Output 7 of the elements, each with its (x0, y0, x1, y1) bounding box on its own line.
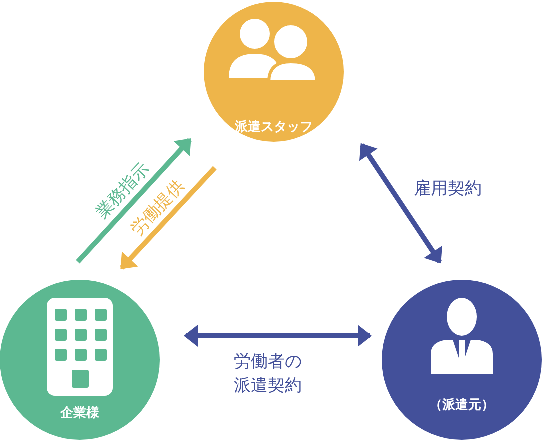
node-label: 企業様 (59, 406, 100, 422)
node-label: （派遣元） (428, 398, 496, 414)
arrow (76, 138, 192, 264)
arrow (120, 166, 217, 270)
arrow (184, 325, 372, 347)
node-label: 派遣スタッフ (234, 120, 314, 136)
arrow (360, 143, 442, 264)
